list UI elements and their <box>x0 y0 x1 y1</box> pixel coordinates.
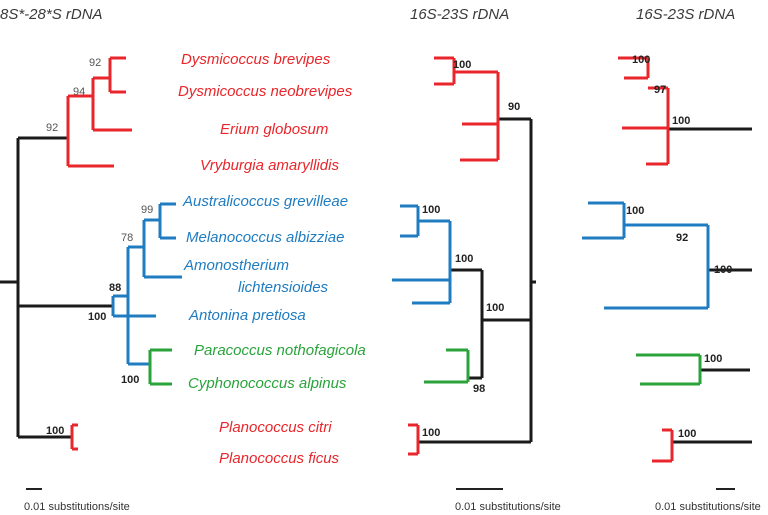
taxon-label: Melanococcus albizziae <box>186 229 344 246</box>
right-support-value: 100 <box>672 115 690 127</box>
left-red-clade <box>66 56 132 168</box>
middle-support-value: 100 <box>486 302 504 314</box>
left-planococcus-clade <box>70 423 78 451</box>
middle-red-clade <box>434 56 500 162</box>
left-tree-title: 8S*-28*S rDNA <box>0 6 103 23</box>
taxon-label: Amonostherium <box>183 257 289 274</box>
left-support-value: 92 <box>89 57 101 69</box>
taxon-label: lichtensioides <box>238 279 329 296</box>
taxon-label: Antonina pretiosa <box>188 307 306 324</box>
left-support-value: 100 <box>46 425 64 437</box>
taxon-label: Vryburgia amaryllidis <box>200 157 339 174</box>
taxon-label: Australicoccus grevilleae <box>182 193 348 210</box>
right-support-value: 100 <box>714 264 732 276</box>
taxon-label: Planococcus citri <box>219 419 332 436</box>
right-red-clade <box>618 56 670 166</box>
right-tree-title: 16S-23S rDNA <box>636 6 735 23</box>
middle-scale-label: 0.01 substitutions/site <box>455 501 561 513</box>
taxon-label: Dysmicoccus brevipes <box>181 51 331 68</box>
middle-tree <box>392 56 536 456</box>
taxon-label: Paracoccus nothofagicola <box>194 342 366 359</box>
middle-support-value: 90 <box>508 101 520 113</box>
left-green-clade <box>148 348 172 386</box>
right-tree <box>582 56 752 463</box>
right-black-branches <box>668 127 752 444</box>
left-backbone <box>0 136 113 439</box>
middle-backbone <box>418 117 536 444</box>
right-planococcus-clade <box>652 428 674 463</box>
left-scale-label: 0.01 substitutions/site <box>24 501 130 513</box>
taxon-label: Cyphonococcus alpinus <box>188 375 347 392</box>
middle-planococcus-clade <box>408 423 420 456</box>
middle-blue-clade <box>392 204 452 305</box>
taxon-label: Dysmicoccus neobrevipes <box>178 83 353 100</box>
left-tree <box>0 56 182 451</box>
left-support-value: 88 <box>109 282 121 294</box>
taxon-label: Planococcus ficus <box>219 450 340 467</box>
right-support-value: 100 <box>626 205 644 217</box>
left-support-value: 100 <box>121 374 139 386</box>
middle-green-clade <box>424 348 470 384</box>
left-support-value: 92 <box>46 122 58 134</box>
right-green-clade <box>636 353 702 386</box>
right-support-value: 100 <box>678 428 696 440</box>
left-blue-clade <box>111 202 182 366</box>
middle-support-value: 98 <box>473 383 485 395</box>
left-support-value: 99 <box>141 204 153 216</box>
right-scale-label: 0.01 substitutions/site <box>655 501 761 513</box>
middle-support-value: 100 <box>453 59 471 71</box>
taxon-label: Erium globosum <box>220 121 328 138</box>
left-support-value: 94 <box>73 86 85 98</box>
left-support-value: 100 <box>88 311 106 323</box>
middle-tree-title: 16S-23S rDNA <box>410 6 509 23</box>
middle-support-value: 100 <box>455 253 473 265</box>
right-support-value: 92 <box>676 232 688 244</box>
left-support-value: 78 <box>121 232 133 244</box>
right-support-value: 97 <box>654 84 666 96</box>
right-support-value: 100 <box>704 353 722 365</box>
middle-support-value: 100 <box>422 427 440 439</box>
middle-support-value: 100 <box>422 204 440 216</box>
right-blue-clade <box>582 201 710 310</box>
right-support-value: 100 <box>632 54 650 66</box>
